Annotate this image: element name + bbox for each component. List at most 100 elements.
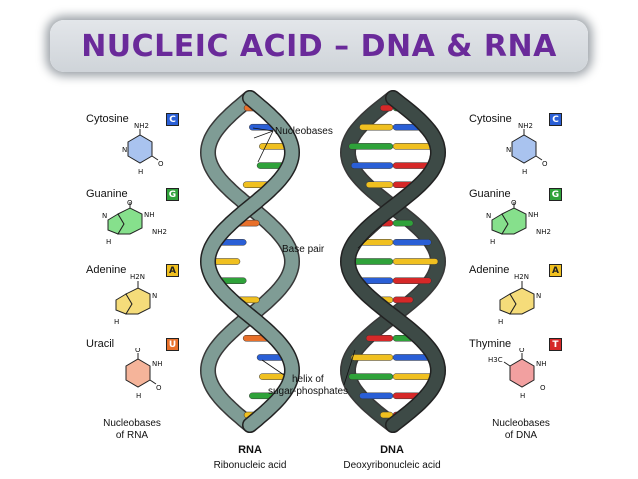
title-banner: NUCLEIC ACID – DNA & RNA [50, 20, 588, 72]
nucleobases-leader [252, 127, 274, 132]
guanine-ring-6 [501, 207, 527, 235]
base-pair-label: Base pair [282, 244, 325, 255]
rna-strand-front [199, 90, 301, 433]
guanine-o: O [511, 200, 517, 207]
cytosine-h: H [138, 168, 143, 176]
dna-base-bar [392, 219, 414, 227]
cytosine-n: N [506, 146, 511, 154]
adenine-n: N [152, 292, 157, 300]
rna-badge-c: C [166, 113, 179, 126]
helix-leader [261, 359, 285, 376]
rna-cytosine-structure: NH2 O N H [122, 122, 164, 176]
rna-base-uracil-label: Uracil [86, 338, 115, 350]
dna-subtitle: Deoxyribonucleic acid [343, 460, 441, 471]
guanine-h: H [490, 238, 495, 246]
helix-label-line1: helix of [292, 374, 324, 385]
dna-base-bar [350, 354, 394, 361]
dna-caption-line2: of DNA [504, 430, 538, 441]
dna-base-group [347, 104, 439, 419]
dna-base-bar [359, 392, 394, 400]
rna-strand-back [199, 90, 301, 433]
guanine-n: N [486, 212, 491, 220]
cytosine-nh2: NH2 [518, 122, 533, 130]
rna-base-adenine-label: Adenine [86, 264, 127, 276]
guanine-h: H [106, 238, 111, 246]
cytosine-o: O [542, 160, 548, 168]
rna-strand-back [201, 91, 299, 432]
thymine-h: H [520, 392, 525, 400]
cytosine-n: N [122, 146, 127, 154]
dna-nucleobases-caption: Nucleobases of DNA [466, 418, 576, 442]
adenine-ring-6 [509, 287, 535, 315]
adenine-h2n: H2N [514, 273, 529, 281]
dna-base-thymine-label: Thymine [469, 338, 512, 350]
guanine-nh: NH [144, 211, 155, 219]
dna-base-bar [365, 335, 394, 342]
dna-base-adenine-label: Adenine [469, 264, 510, 276]
dna-base-guanine-label: Guanine [469, 188, 511, 200]
dna-base-bar [350, 162, 394, 169]
rna-badge-g: G [166, 188, 179, 201]
rna-badge-a: A [166, 264, 179, 277]
rna-caption-line2: of RNA [115, 430, 149, 441]
dna-base-bar [359, 123, 394, 131]
dna-adenine-structure: H2N N H [498, 273, 541, 326]
dna-badge-t: T [549, 338, 562, 351]
uracil-o: O [135, 348, 141, 354]
thymine-o2: O [540, 384, 546, 392]
nucleobases-leader [257, 130, 274, 163]
uracil-bond [149, 379, 157, 385]
adenine-ring-6 [125, 287, 151, 315]
thymine-bond [503, 361, 511, 367]
adenine-n: N [536, 292, 541, 300]
dna-base-bar [392, 239, 432, 246]
guanine-nh: NH [528, 211, 539, 219]
cytosine-bond [535, 155, 543, 161]
cytosine-nh2: NH2 [134, 122, 149, 130]
thymine-o: O [519, 348, 525, 354]
adenine-h2n: H2N [130, 273, 145, 281]
dna-base-bar [392, 258, 439, 265]
helix-label-line2: sugar-phosphates [268, 386, 348, 397]
guanine-nh2: NH2 [152, 228, 167, 236]
adenine-h: H [114, 318, 119, 326]
dna-guanine-structure: O NH NH2 N H [486, 200, 551, 246]
cytosine-bond [151, 155, 159, 161]
dna-base-bar [348, 373, 394, 380]
guanine-nh2: NH2 [536, 228, 551, 236]
page-title: NUCLEIC ACID – DNA & RNA [81, 28, 557, 64]
uracil-nh: NH [152, 360, 163, 368]
rna-base-guanine-label: Guanine [86, 188, 128, 200]
dna-base-cytosine-label: Cytosine [469, 113, 512, 125]
guanine-o: O [127, 200, 133, 207]
dna-badge-g: G [549, 188, 562, 201]
rna-nucleobases-caption: Nucleobases of RNA [77, 418, 187, 442]
dna-base-bar [392, 277, 432, 284]
cytosine-o: O [158, 160, 164, 168]
rna-guanine-structure: O NH NH2 N H [102, 200, 167, 246]
rna-badge-u: U [166, 338, 179, 351]
dna-base-bar [348, 143, 394, 150]
dna-base-bar [392, 296, 414, 304]
uracil-h: H [136, 392, 141, 400]
dna-badge-a: A [549, 264, 562, 277]
nucleobases-label: Nucleobases [275, 126, 333, 137]
dna-badge-c: C [549, 113, 562, 126]
rna-caption-line1: Nucleobases [103, 418, 161, 429]
dna-cytosine-structure: NH2 O N H [506, 122, 548, 176]
cytosine-h: H [522, 168, 527, 176]
base-pair-leader [357, 225, 383, 249]
thymine-nh: NH [536, 360, 547, 368]
dna-thymine-structure: O H3C NH O H [488, 348, 547, 400]
dna-strand-front [341, 91, 445, 432]
uracil-o2: O [156, 384, 162, 392]
rna-title: RNA [238, 444, 262, 456]
dna-base-bar [365, 181, 394, 188]
rna-base-cytosine-label: Cytosine [86, 113, 129, 125]
rna-uracil-structure: O NH O H [125, 348, 163, 400]
nucleobases-leader [253, 130, 274, 139]
helix-leader [343, 349, 356, 386]
rna-adenine-structure: H2N N H [114, 273, 157, 326]
dna-title: DNA [380, 444, 404, 456]
